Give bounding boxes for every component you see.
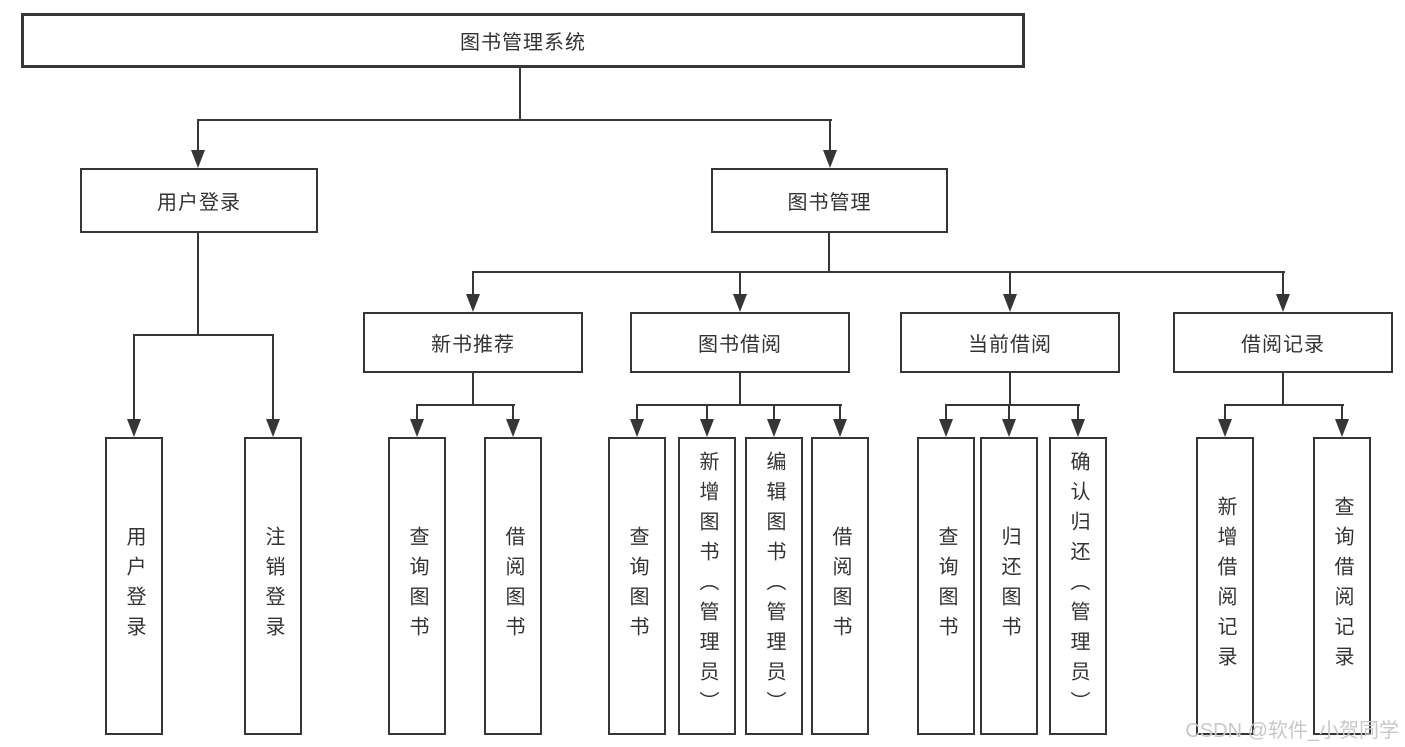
connector-line	[1009, 271, 1011, 297]
leaf-query-book-borrow: 查询图书	[608, 437, 666, 735]
arrow-down-icon	[1002, 419, 1016, 437]
leaf-confirm-return-admin: 确认归还（管理员）	[1049, 437, 1107, 735]
arrow-down-icon	[823, 150, 837, 168]
connector-line	[739, 373, 741, 406]
leaf-query-book-current: 查询图书	[917, 437, 975, 735]
node-book-borrow: 图书借阅	[630, 312, 850, 373]
node-label: 图书管理系统	[460, 32, 586, 54]
connector-line	[1077, 404, 1079, 422]
node-label: 图书管理	[787, 192, 872, 214]
node-label: 新增借阅记录	[1214, 496, 1236, 676]
connector-line	[773, 404, 775, 422]
node-label: 查询借阅记录	[1331, 496, 1353, 676]
connector-line	[133, 334, 135, 422]
connector-line	[133, 334, 274, 336]
connector-line	[512, 404, 514, 422]
arrow-down-icon	[733, 294, 747, 312]
leaf-borrow-book-recommend: 借阅图书	[484, 437, 542, 735]
connector-line	[1341, 404, 1343, 422]
node-user-login: 用户登录	[80, 168, 318, 233]
connector-line	[472, 271, 1285, 273]
node-current-borrow: 当前借阅	[900, 312, 1120, 373]
connector-line	[197, 119, 832, 121]
leaf-add-book-admin: 新增图书（管理员）	[678, 437, 736, 735]
leaf-edit-book-admin: 编辑图书（管理员）	[745, 437, 803, 735]
node-label: 借阅记录	[1241, 334, 1325, 356]
csdn-watermark: CSDN @软件_小贺同学	[1185, 720, 1399, 742]
connector-line	[197, 233, 199, 336]
leaf-query-borrow-record: 查询借阅记录	[1313, 437, 1371, 735]
leaf-user-login: 用户登录	[105, 437, 163, 735]
node-label: 当前借阅	[968, 334, 1052, 356]
leaf-return-book: 归还图书	[980, 437, 1038, 735]
arrow-down-icon	[700, 419, 714, 437]
connector-line	[1224, 404, 1226, 422]
node-label: 新增图书（管理员）	[696, 451, 718, 721]
node-book-management: 图书管理	[711, 168, 948, 233]
connector-line	[636, 404, 842, 406]
connector-line	[1009, 373, 1011, 406]
connector-line	[272, 334, 274, 422]
arrow-down-icon	[506, 419, 520, 437]
connector-line	[416, 404, 515, 406]
connector-line	[472, 271, 474, 297]
connector-line	[839, 404, 841, 422]
arrow-down-icon	[630, 419, 644, 437]
arrow-down-icon	[1276, 294, 1290, 312]
connector-line	[636, 404, 638, 422]
arrow-down-icon	[1218, 419, 1232, 437]
node-label: 图书借阅	[698, 334, 782, 356]
arrow-down-icon	[466, 294, 480, 312]
leaf-query-book-recommend: 查询图书	[388, 437, 446, 735]
node-borrow-record: 借阅记录	[1173, 312, 1393, 373]
arrow-down-icon	[191, 150, 205, 168]
node-label: 查询图书	[406, 526, 428, 646]
connector-line	[739, 271, 741, 297]
arrow-down-icon	[1335, 419, 1349, 437]
node-label: 用户登录	[123, 526, 145, 646]
node-label: 查询图书	[626, 526, 648, 646]
node-label: 编辑图书（管理员）	[763, 451, 785, 721]
connector-line	[197, 119, 199, 153]
leaf-logout: 注销登录	[244, 437, 302, 735]
node-label: 确认归还（管理员）	[1067, 451, 1089, 721]
arrow-down-icon	[767, 419, 781, 437]
leaf-add-borrow-record: 新增借阅记录	[1196, 437, 1254, 735]
connector-line	[1282, 271, 1284, 297]
node-label: 用户登录	[157, 192, 241, 214]
node-label: 借阅图书	[829, 526, 851, 646]
arrow-down-icon	[833, 419, 847, 437]
arrow-down-icon	[127, 419, 141, 437]
connector-line	[416, 404, 418, 422]
node-label: 借阅图书	[502, 526, 524, 646]
connector-line	[706, 404, 708, 422]
connector-line	[945, 404, 1080, 406]
connector-line	[828, 233, 830, 273]
connector-line	[829, 119, 831, 153]
arrow-down-icon	[1003, 294, 1017, 312]
connector-line	[519, 68, 521, 120]
arrow-down-icon	[410, 419, 424, 437]
node-label: 注销登录	[262, 526, 284, 646]
arrow-down-icon	[1071, 419, 1085, 437]
leaf-borrow-book: 借阅图书	[811, 437, 869, 735]
arrow-down-icon	[266, 419, 280, 437]
connector-line	[1282, 373, 1284, 406]
node-root: 图书管理系统	[21, 13, 1025, 68]
connector-line	[1008, 404, 1010, 422]
node-label: 查询图书	[935, 526, 957, 646]
node-label: 归还图书	[998, 526, 1020, 646]
connector-line	[472, 373, 474, 406]
node-label: 新书推荐	[431, 334, 515, 356]
arrow-down-icon	[939, 419, 953, 437]
connector-line	[945, 404, 947, 422]
node-new-book-recommend: 新书推荐	[363, 312, 583, 373]
connector-line	[1224, 404, 1344, 406]
